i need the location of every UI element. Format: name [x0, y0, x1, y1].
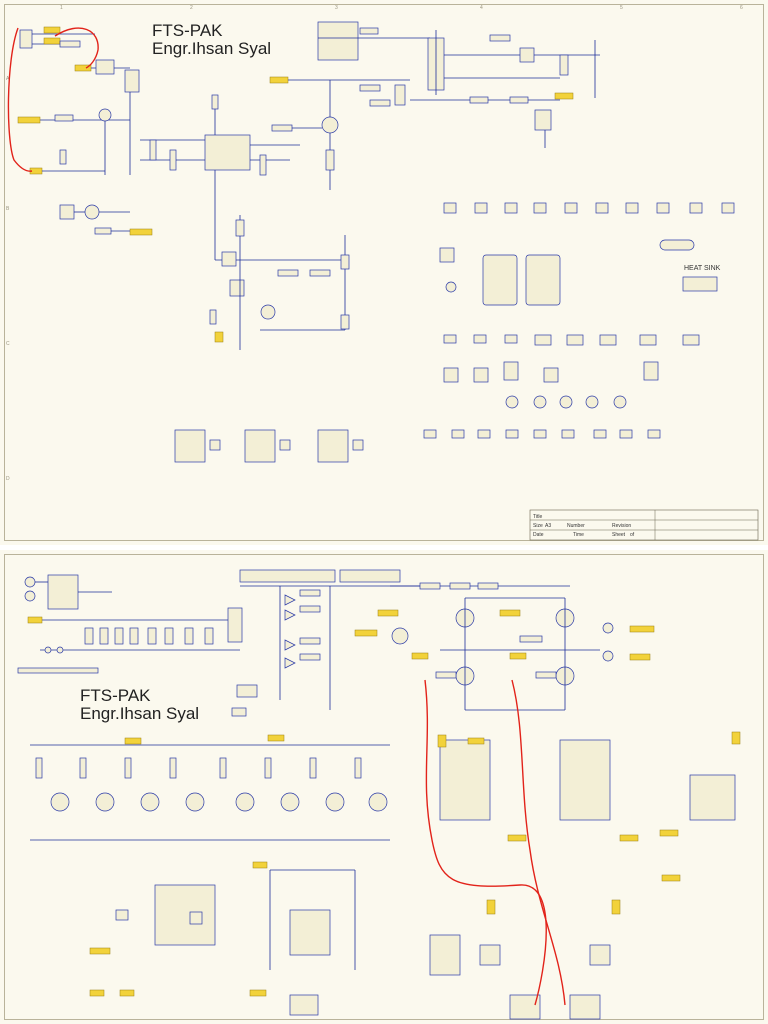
schematic-sheet-bottom: FTS-PAK Engr.Ihsan Syal	[0, 550, 768, 1024]
svg-text:B: B	[6, 206, 10, 212]
svg-text:1: 1	[60, 5, 63, 11]
driver-section	[89, 731, 741, 1020]
sheet-title-top: FTS-PAK Engr.Ihsan Syal	[152, 22, 271, 58]
red-annotation-top	[7, 27, 99, 172]
red-annotation-right	[511, 679, 566, 1006]
red-annotation-left	[424, 679, 547, 1006]
footprint-area	[423, 202, 735, 439]
schematic-drawing-top: 1 2 3 4 5 6 A B C D	[6, 5, 759, 541]
schematic-sheet-top: 1 2 3 4 5 6 A B C D	[0, 0, 768, 545]
input-filter-section	[17, 574, 243, 674]
project-name: FTS-PAK	[152, 21, 223, 40]
svg-text:6: 6	[740, 5, 743, 11]
svg-text:A: A	[6, 76, 10, 82]
size-field-label: Size	[533, 523, 543, 529]
sheet-field-label: Sheet	[612, 532, 626, 538]
number-field-label: Number	[567, 523, 585, 529]
revision-field-label: Revision	[612, 523, 631, 529]
transformer-section	[317, 21, 600, 148]
svg-text:3: 3	[335, 5, 338, 11]
of-field-label: of	[630, 532, 635, 538]
time-field-label: Time	[573, 532, 584, 538]
svg-text:C: C	[6, 341, 10, 347]
rectifier-section	[231, 569, 420, 717]
project-name: FTS-PAK	[80, 686, 151, 705]
date-field-label: Date	[533, 532, 544, 538]
author-name: Engr.Ihsan Syal	[152, 38, 272, 58]
mosfet-bank	[30, 734, 390, 841]
controller-section	[140, 76, 410, 260]
border-ticks: 1 2 3 4 5 6 A B C D	[6, 5, 743, 482]
input-section	[17, 26, 153, 236]
svg-text:D: D	[6, 476, 10, 482]
svg-text:4: 4	[480, 5, 483, 11]
title-field-label: Title	[533, 514, 542, 520]
heat-sink-label: HEAT SINK	[684, 265, 721, 272]
title-block: Title Size A3 Number Revision Date Time …	[529, 509, 759, 541]
feedback-section	[209, 215, 350, 350]
sheet-border	[4, 4, 764, 541]
h-bridge-section	[354, 582, 655, 711]
author-name: Engr.Ihsan Syal	[80, 703, 200, 723]
size-value: A3	[545, 523, 551, 529]
sheet-title-bottom: FTS-PAK Engr.Ihsan Syal	[80, 687, 199, 723]
svg-text:2: 2	[190, 5, 193, 11]
mosfet-footprints	[174, 429, 364, 463]
schematic-drawing-bottom	[17, 569, 741, 1020]
svg-text:5: 5	[620, 5, 623, 11]
sheet-border	[4, 554, 764, 1020]
